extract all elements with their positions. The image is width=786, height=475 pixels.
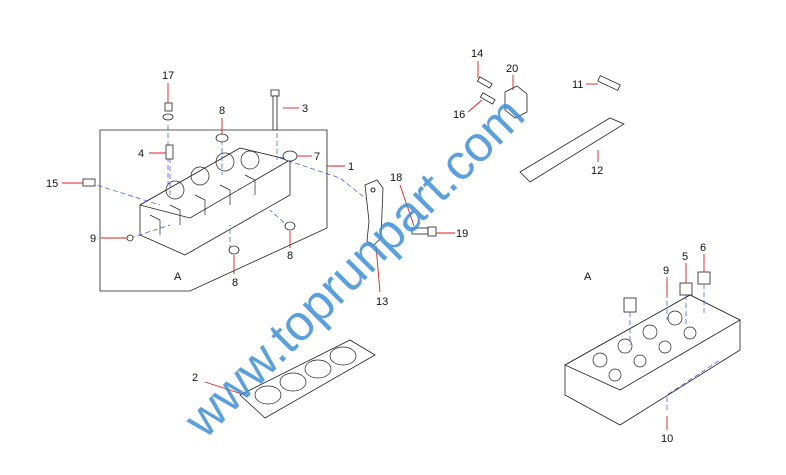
plug-8b [284,221,296,231]
sensor-18-19 [411,226,437,237]
callout-18: 18 [390,172,402,184]
cylinder-head-view-a [564,271,741,426]
callout-13: 13 [376,296,388,308]
callout-14: 14 [471,48,483,60]
plug-8c [228,245,240,255]
callout-1: 1 [348,161,354,173]
leader-lines [62,61,705,430]
callout-19: 19 [456,228,468,240]
bracket-13 [364,179,384,247]
cylinder-head-assembly-frame [99,129,328,292]
plug-9 [126,234,134,242]
callout-3: 3 [302,103,308,115]
callout-10: 10 [661,433,673,445]
view-label-a-detail: A [584,271,592,283]
callout-16: 16 [453,109,465,121]
callout-5: 5 [682,251,688,263]
connector-12 [519,117,625,183]
bolt-14 [476,76,493,89]
bolt-16 [479,92,496,105]
glow-plug-11 [597,75,621,91]
callout-6: 6 [700,242,706,254]
bolt-3 [270,89,280,131]
cap-8 [215,133,229,143]
callout-20: 20 [506,63,518,75]
callout-4: 4 [138,148,144,160]
callout-12: 12 [591,165,603,177]
clamp-20 [504,85,528,119]
callout-9: 9 [90,233,96,245]
callout-labels: 17 8 3 4 7 1 15 9 8 8 A 14 20 11 16 12 1… [46,48,706,445]
callout-7: 7 [314,151,320,163]
seal-7 [282,150,298,162]
callout-9: 9 [663,265,669,277]
dowel-4 [165,144,174,160]
callout-15: 15 [46,178,58,190]
callout-11: 11 [572,79,583,91]
head-gasket-2 [239,339,376,419]
view-label-a: A [174,271,182,283]
callout-17: 17 [162,70,174,82]
callout-8: 8 [232,277,238,289]
cylinder-head-left [89,125,381,256]
callout-8: 8 [219,105,225,117]
callout-2: 2 [192,372,198,384]
stud-17 [162,102,174,121]
plug-15 [82,178,96,187]
callout-8: 8 [287,250,293,262]
